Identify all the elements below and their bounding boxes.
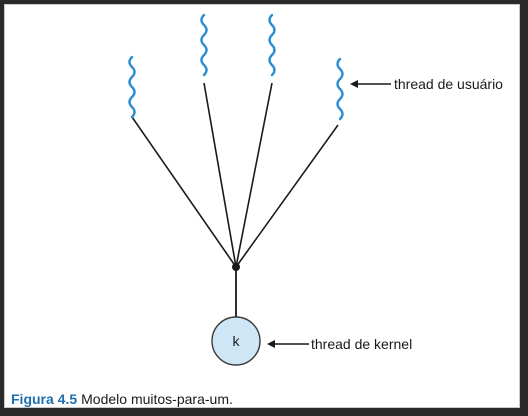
many-to-one-diagram: thread de usuário k thread de kernel — [128, 13, 503, 366]
user-thread-wave-3 — [268, 13, 276, 77]
kernel-thread-label: thread de kernel — [311, 336, 412, 352]
kernel-thread-arrowhead — [267, 340, 275, 348]
user-thread-label: thread de usuário — [394, 76, 503, 92]
connector-line-4 — [235, 124, 339, 268]
junction-dot — [232, 263, 240, 271]
connector-line-1 — [131, 116, 237, 268]
connector-line-3 — [235, 82, 273, 268]
connector-line-2 — [203, 82, 237, 268]
figure-panel: thread de usuário k thread de kernel Fig… — [4, 4, 520, 408]
user-thread-wave-2 — [200, 13, 208, 77]
user-thread-arrowhead — [350, 80, 358, 88]
figure-caption-text: Modelo muitos-para-um. — [81, 391, 233, 407]
kernel-node-letter: k — [233, 333, 241, 349]
figure-number: Figura 4.5 — [11, 391, 78, 407]
user-thread-wave-4 — [336, 57, 344, 121]
kernel-thread-node — [211, 316, 261, 366]
user-thread-wave-1 — [128, 55, 136, 119]
